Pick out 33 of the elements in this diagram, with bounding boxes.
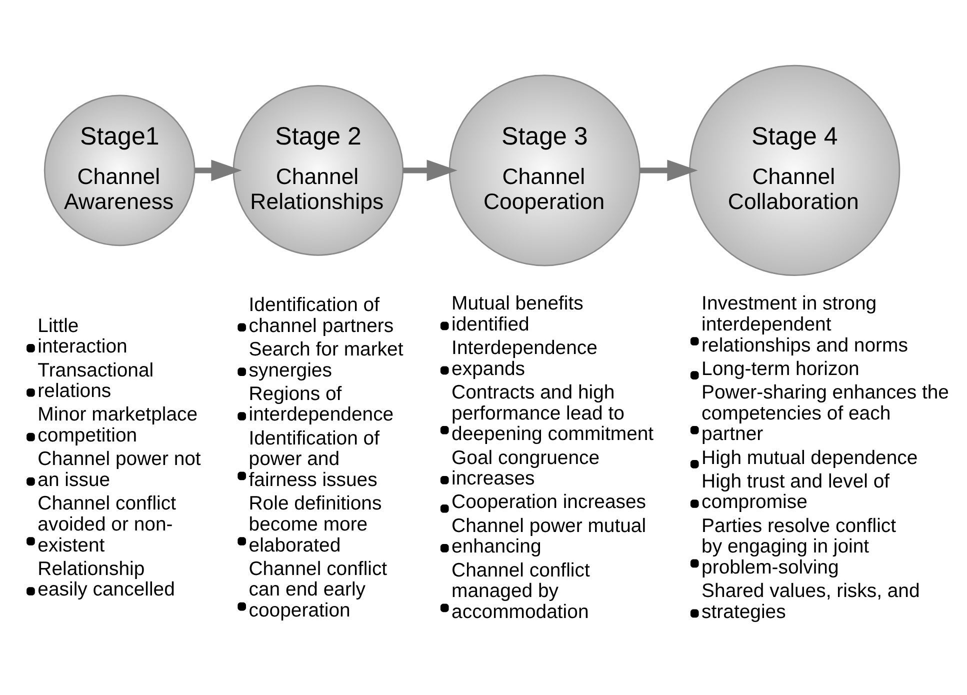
node-label: Identification of channel partners [248, 294, 394, 337]
node-label: Power-sharing enhances the competencies of each partner [702, 381, 950, 446]
node-label: Interdependence expands [452, 337, 598, 380]
node-label: Channel power not an issue [38, 448, 201, 491]
node-label: Regions of interdependence [248, 382, 394, 426]
node-label: Minor marketplace competition [38, 404, 198, 447]
node-label: Relationship easily cancelled [38, 558, 175, 601]
node-label: Goal congruence increases [452, 446, 600, 490]
node-label: Shared values, risks, and strategies [702, 580, 920, 623]
node-label: Channel conflict managed by accommodation [452, 559, 590, 623]
node-label: High trust and level of compromise [702, 470, 890, 514]
node-label: Channel power mutual enhancing [452, 514, 646, 558]
node-circle: Stage1 Channel Awareness [44, 94, 196, 246]
node-label: Transactional relations [38, 359, 154, 402]
arrow [194, 160, 242, 182]
node-label: Little interaction [38, 314, 128, 358]
node-label: Contracts and high performance lead to deepening commitment [452, 381, 654, 446]
node-label: Role definitions become more elaborated [248, 492, 382, 556]
node-label: Identification of power and fairness issues [248, 427, 380, 491]
arrow [403, 160, 458, 182]
node-circle: Stage 2 Channel Relationships [232, 85, 404, 256]
node-circle: Stage 4 Channel Collaboration [689, 64, 900, 276]
node-label: Cooperation increases [452, 491, 646, 514]
node-label: Channel conflict avoided or non-existent [38, 492, 176, 556]
node-label: Long-term horizon [702, 358, 860, 380]
node-label: Search for market synergies [248, 338, 404, 382]
node-label: Channel conflict can end early cooperation [248, 558, 388, 622]
node-label: Investment in strong interdependent relationships and norms [702, 292, 908, 356]
node-label: Parties resolve conflict by engaging in joint problem-solving [702, 514, 896, 578]
arrow [640, 160, 698, 182]
node-circle: Stage 3 Channel Cooperation [448, 74, 640, 266]
node-label: Mutual benefits identified [452, 292, 584, 336]
node-label: High mutual dependence [702, 446, 918, 469]
